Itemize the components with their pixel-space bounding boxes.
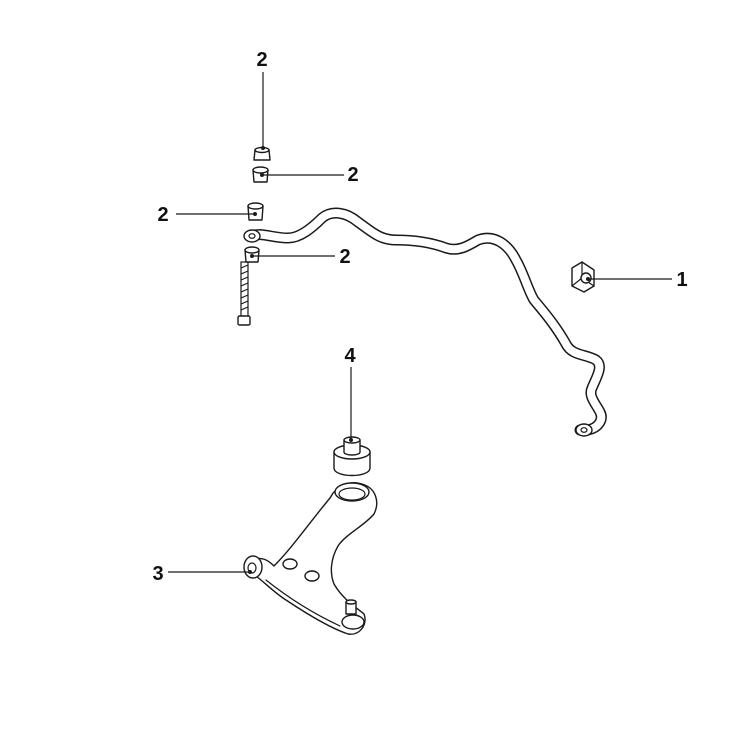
- callout-2-top: 2: [256, 49, 267, 71]
- callout-2-upper-right: 2: [347, 164, 358, 186]
- control-arm-bushing: [333, 436, 371, 477]
- callout-2-lower-right: 2: [339, 246, 350, 268]
- stabilizer-bar: [243, 207, 607, 437]
- callout-3: 3: [152, 563, 163, 585]
- link-bushing-top-upper: [253, 146, 271, 161]
- link-bolt: [237, 261, 251, 326]
- stabilizer-mount-bushing: [571, 261, 595, 293]
- lower-control-arm: [243, 482, 378, 635]
- leader-lines: [168, 72, 672, 574]
- callout-1: 1: [676, 269, 687, 291]
- callout-2-left: 2: [157, 204, 168, 226]
- link-bushing-mid-upper: [247, 202, 264, 221]
- callout-4: 4: [344, 345, 356, 367]
